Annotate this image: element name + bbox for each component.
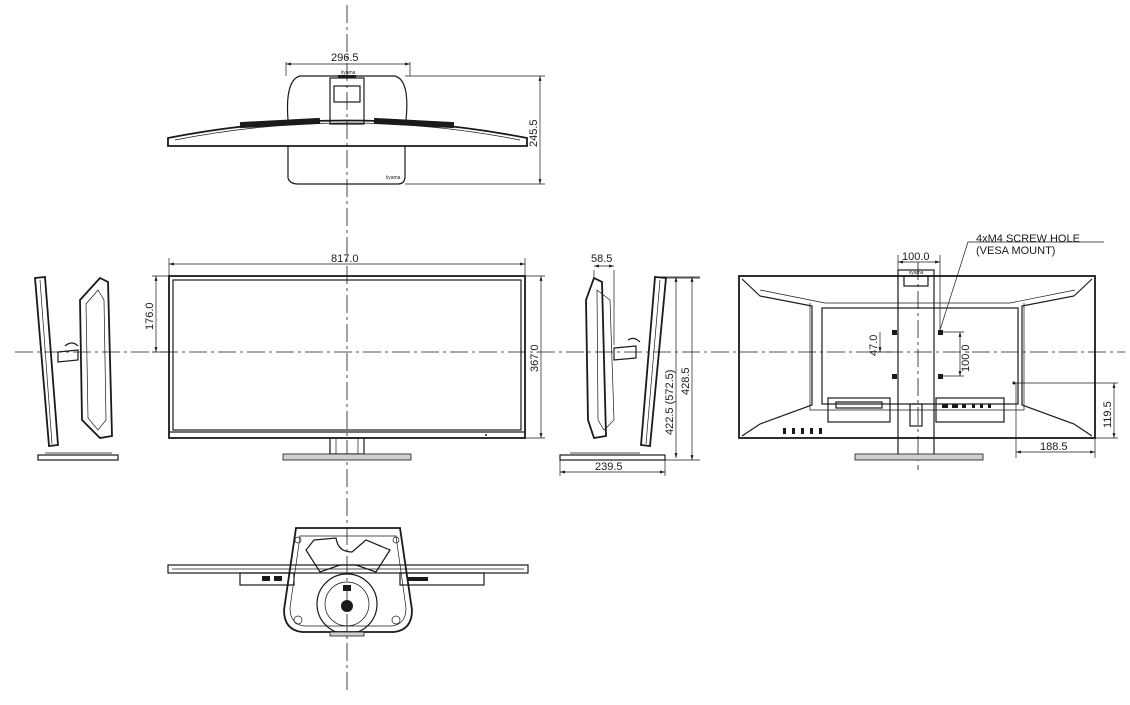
bottom-view bbox=[167, 527, 529, 637]
brand-label-rear: iiyama bbox=[909, 270, 924, 276]
dim-vesa-height: 100.0 bbox=[960, 344, 972, 372]
brand-label-top: iiyama bbox=[341, 70, 356, 76]
top-view: iiyama iiyama bbox=[167, 62, 545, 185]
dim-side-thickness: 58.5 bbox=[591, 253, 612, 265]
dim-front-width: 817.0 bbox=[331, 253, 359, 265]
left-side-view bbox=[34, 276, 119, 461]
dim-side-base-depth: 239.5 bbox=[595, 461, 623, 473]
dim-front-upper: 176.0 bbox=[144, 302, 156, 330]
dim-vesa-offset: 47.0 bbox=[868, 335, 880, 356]
rear-view: iiyama bbox=[738, 241, 1118, 461]
vesa-annotation-line2: (VESA MOUNT) bbox=[976, 245, 1055, 257]
dim-vesa-width: 100.0 bbox=[902, 251, 930, 263]
dim-top-width: 296.5 bbox=[331, 52, 359, 64]
dim-rear-right-offset: 188.5 bbox=[1040, 441, 1068, 453]
dim-rear-bottom-offset: 119.5 bbox=[1102, 401, 1114, 428]
dim-side-total-height: 428.5 bbox=[680, 367, 692, 395]
brand-label-base: iiyama bbox=[386, 175, 401, 181]
center-lines bbox=[15, 5, 1125, 690]
vesa-annotation-line1: 4xM4 SCREW HOLE bbox=[976, 233, 1080, 245]
dim-side-height: 422.5 (572.5) bbox=[664, 370, 676, 435]
dim-top-depth: 245.5 bbox=[528, 119, 540, 147]
right-side-view bbox=[559, 264, 700, 476]
dim-front-height: 367.0 bbox=[529, 344, 541, 372]
front-view bbox=[152, 258, 545, 461]
